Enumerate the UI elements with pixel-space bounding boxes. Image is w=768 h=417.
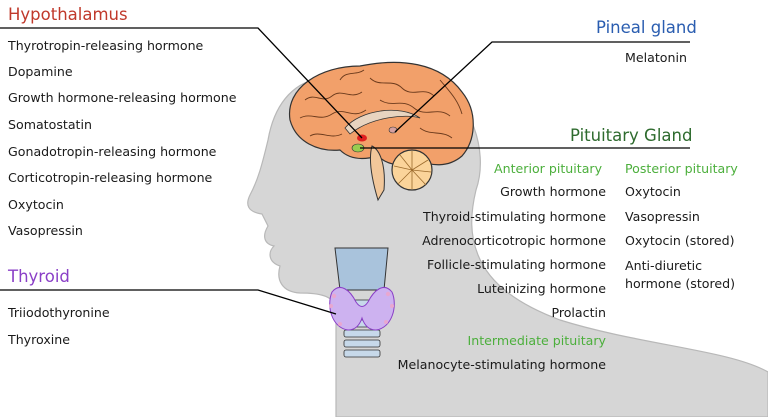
pineal-leader xyxy=(394,41,690,133)
hypothalamus-hormone: Oxytocin xyxy=(8,197,64,212)
intermediate-pituitary-heading: Intermediate pituitary xyxy=(467,333,606,348)
thyroid-hormone: Triiodothyronine xyxy=(8,305,110,320)
anterior-hormone: Prolactin xyxy=(551,305,606,320)
hypothalamus-hormone: Vasopressin xyxy=(8,223,83,238)
hypothalamus-leader xyxy=(0,27,363,139)
hypothalamus-title: Hypothalamus xyxy=(8,5,128,24)
hypothalamus-hormone: Thyrotropin-releasing hormone xyxy=(8,38,204,53)
anterior-hormone: Follicle-stimulating hormone xyxy=(427,257,606,272)
posterior-hormone: hormone (stored) xyxy=(625,276,736,291)
thyroid-gland-icon xyxy=(329,287,395,331)
anterior-hormone: Luteinizing hormone xyxy=(477,281,606,296)
anterior-hormone: Growth hormone xyxy=(500,184,606,199)
posterior-pituitary-heading: Posterior pituitary xyxy=(625,161,738,176)
posterior-hormone: Vasopressin xyxy=(625,209,700,224)
hypothalamus-hormone: Dopamine xyxy=(8,64,73,79)
hypothalamus-hormone: Somatostatin xyxy=(8,117,92,132)
posterior-hormone: Anti-diuretic xyxy=(625,258,703,273)
brain-folds xyxy=(299,69,463,139)
brainstem xyxy=(369,145,385,202)
leader-lines xyxy=(0,27,690,315)
anterior-pituitary-heading: Anterior pituitary xyxy=(494,161,603,176)
anterior-hormone: Adrenocorticotropic hormone xyxy=(422,233,606,248)
cerebellum-folds xyxy=(393,151,432,189)
corpus-callosum xyxy=(344,109,421,135)
larynx-icon xyxy=(334,247,389,291)
thyroid-title: Thyroid xyxy=(8,267,70,286)
pineal-hormone: Melatonin xyxy=(625,50,687,65)
posterior-hormone: Oxytocin (stored) xyxy=(625,233,735,248)
hypothalamus-hormone: Growth hormone-releasing hormone xyxy=(8,90,237,105)
parathyroid-dots xyxy=(329,291,394,326)
hypothalamus-hormone: Gonadotropin-releasing hormone xyxy=(8,144,217,159)
anterior-hormone: Thyroid-stimulating hormone xyxy=(423,209,606,224)
thyroid-hormone: Thyroxine xyxy=(8,332,71,347)
thyroid-leader xyxy=(0,289,337,315)
pituitary-title: Pituitary Gland xyxy=(570,126,693,145)
hypothalamus-hormone: Corticotropin-releasing hormone xyxy=(8,170,213,185)
pineal-title: Pineal gland xyxy=(596,18,697,37)
intermediate-hormone: Melanocyte-stimulating hormone xyxy=(397,357,606,372)
posterior-hormone: Oxytocin xyxy=(625,184,681,199)
